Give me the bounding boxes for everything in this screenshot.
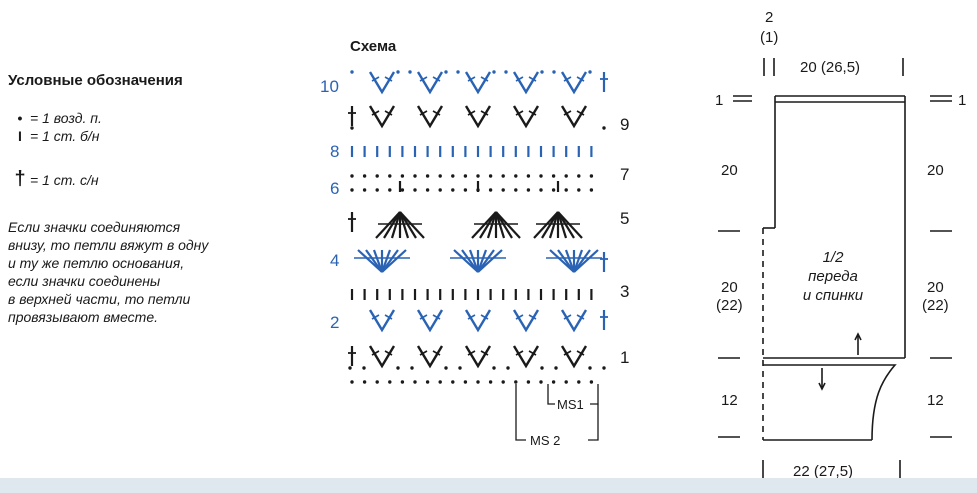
repeat-label: MS1 — [557, 397, 584, 412]
row-number: 1 — [620, 348, 629, 367]
side-mark-right: 1 — [958, 92, 966, 109]
row-number: 7 — [620, 165, 629, 184]
legend-note: Если значки соединяются внизу, то петли … — [8, 218, 298, 326]
center-label: переда — [808, 268, 858, 285]
dim-left: 12 — [721, 392, 738, 409]
center-label: 1/2 — [823, 249, 845, 266]
legend-title: Условные обозначения — [8, 72, 183, 89]
row-number: 3 — [620, 282, 629, 301]
dot-icon: • — [17, 110, 23, 126]
dim-bottom-width: 22 (27,5) — [793, 463, 853, 480]
row-number: 8 — [330, 142, 339, 161]
bar-icon: I — [18, 128, 22, 144]
bottom-bar — [0, 478, 977, 493]
note-line: в верхней части, то петли — [8, 291, 191, 307]
row-number: 6 — [330, 179, 339, 198]
note-line: провязывают вместе. — [8, 309, 158, 325]
row-number: 9 — [620, 115, 629, 134]
row-number: 4 — [330, 251, 339, 270]
dim-left: (22) — [716, 297, 743, 314]
note-line: и ту же петлю основания, — [8, 255, 185, 271]
side-mark-left: 1 — [715, 92, 723, 109]
left-row-numbers: 10 8 6 4 2 — [320, 77, 339, 332]
right-row-numbers: 9 7 5 3 1 — [620, 115, 629, 367]
row-number: 2 — [330, 313, 339, 332]
dim-right: 20 — [927, 162, 944, 179]
legend-text: = 1 возд. п. — [30, 110, 102, 126]
dim-left: 20 — [721, 279, 738, 296]
scheme-title: Схема — [350, 38, 397, 55]
dim-right: 20 — [927, 279, 944, 296]
dagger-icon: † — [14, 168, 26, 190]
dim-top-left: 2 — [765, 9, 773, 26]
repeat-brackets — [515, 384, 599, 441]
note-line: если значки соединены — [8, 273, 161, 289]
dim-top-left-paren: (1) — [760, 29, 778, 46]
legend-item-sc: I = 1 ст. б/н — [10, 128, 100, 144]
legend-item-chain: • = 1 возд. п. — [10, 110, 102, 126]
pattern-hip-curve — [763, 364, 897, 441]
dim-top-width: 20 (26,5) — [800, 59, 860, 76]
note-line: внизу, то петли вяжут в одну — [8, 237, 209, 253]
legend-item-dc: † = 1 ст. с/н — [10, 168, 99, 191]
row-number: 10 — [320, 77, 339, 96]
dim-right: 12 — [927, 392, 944, 409]
note-line: Если значки соединяются — [8, 219, 181, 235]
repeat-label: MS 2 — [530, 433, 560, 448]
row-number: 5 — [620, 209, 629, 228]
dim-left: 20 — [721, 162, 738, 179]
center-label: и спинки — [803, 287, 864, 304]
crochet-chart — [348, 70, 608, 384]
legend-text: = 1 ст. б/н — [30, 128, 100, 144]
garment-pattern — [718, 58, 952, 478]
dim-right: (22) — [922, 297, 949, 314]
legend-text: = 1 ст. с/н — [30, 171, 99, 188]
